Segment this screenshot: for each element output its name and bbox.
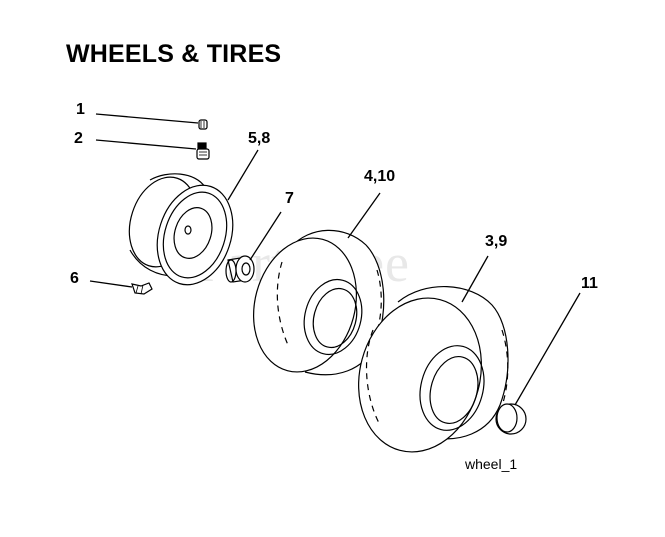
tire-part-3-9 [358, 255, 509, 453]
hub-cap-part [495, 292, 581, 435]
callout-4-10: 4,10 [364, 168, 396, 185]
callout-2: 2 [74, 130, 83, 147]
callout-3-9: 3,9 [485, 233, 508, 250]
callout-7: 7 [285, 190, 294, 207]
figure-caption: wheel_1 [465, 456, 518, 472]
wheel-rim-part [128, 149, 259, 286]
valve-stem-part [95, 139, 210, 160]
callout-1: 1 [76, 101, 85, 118]
grease-fitting-part [89, 280, 153, 295]
callout-6: 6 [70, 270, 79, 287]
callout-11: 11 [581, 275, 598, 292]
diagram-title: WHEELS & TIRES [66, 40, 282, 68]
callout-5-8: 5,8 [248, 130, 271, 147]
tire-part-4-10 [252, 192, 385, 376]
valve-cap-part [95, 113, 208, 130]
bushing-part [225, 211, 282, 283]
